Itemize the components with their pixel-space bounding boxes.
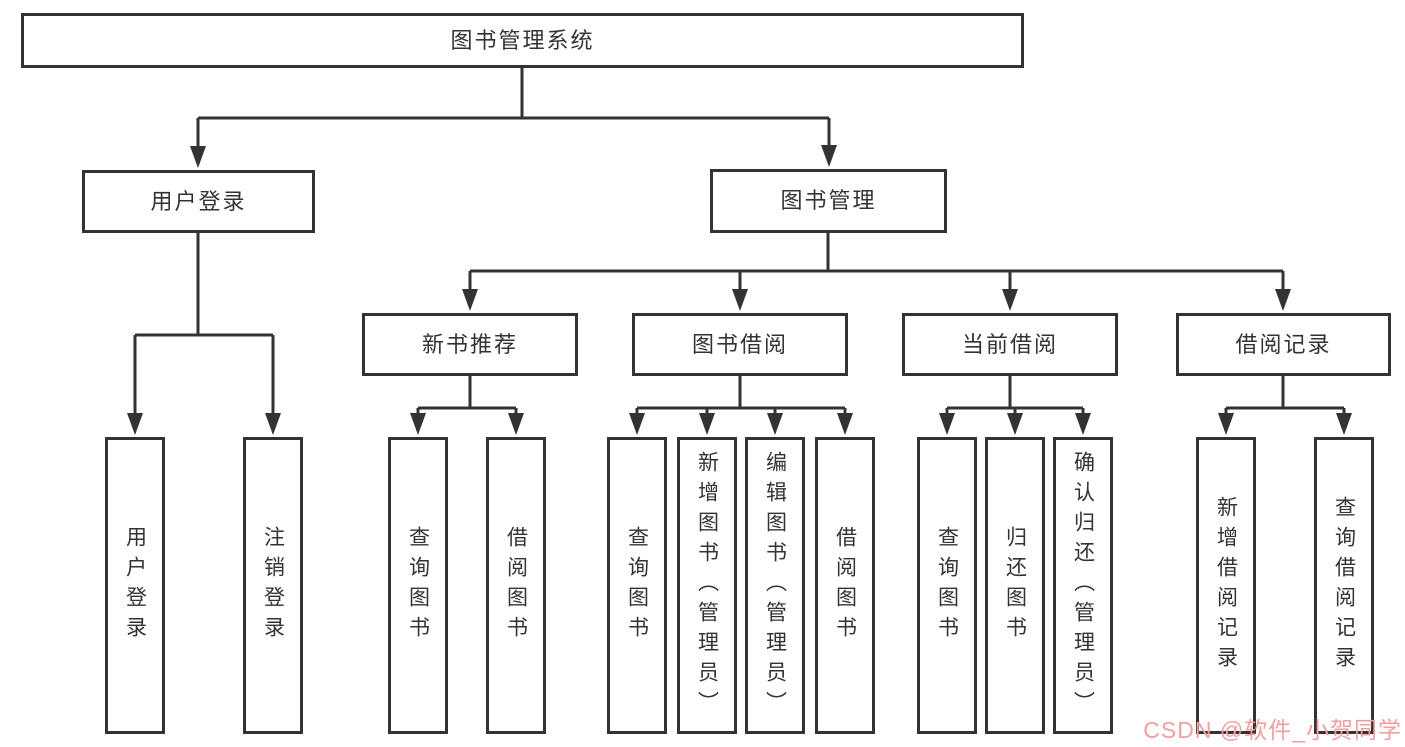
- leaf-borrow-books-recommend: 借阅图书: [486, 437, 546, 734]
- connector-root-to-level2: [190, 68, 837, 168]
- node-book-management: 图书管理: [710, 169, 947, 233]
- node-borrow-records: 借阅记录: [1176, 313, 1391, 376]
- leaf-query-books-current: 查询图书: [917, 437, 977, 734]
- arrow-down-icon: [732, 289, 748, 311]
- connector-book-borrow-to-leaves: [629, 376, 853, 435]
- leaf-borrow-books: 借阅图书: [815, 437, 875, 734]
- connector-borrow-record-to-leaves: [1218, 376, 1352, 435]
- node-user-login: 用户登录: [82, 170, 315, 233]
- arrow-down-icon: [767, 413, 783, 435]
- leaf-confirm-return-admin: 确认归还（管理员）: [1053, 437, 1113, 734]
- arrow-down-icon: [1218, 413, 1234, 435]
- arrow-down-icon: [699, 413, 715, 435]
- leaf-edit-books-admin: 编辑图书（管理员）: [745, 437, 805, 734]
- connector-book-management-to-level3: [462, 233, 1291, 311]
- connector-line: [468, 233, 1285, 290]
- arrow-down-icon: [265, 413, 281, 435]
- arrow-down-icon: [1007, 413, 1023, 435]
- arrow-down-icon: [629, 413, 645, 435]
- leaf-user-login: 用户登录: [105, 437, 165, 734]
- connector-line: [196, 68, 831, 148]
- leaf-return-books: 归还图书: [985, 437, 1045, 734]
- node-root-library-management-system: 图书管理系统: [21, 13, 1024, 68]
- leaf-add-books-admin: 新增图书（管理员）: [677, 437, 737, 734]
- connector-new-book-to-leaves: [410, 376, 524, 435]
- arrow-down-icon: [837, 413, 853, 435]
- node-new-book-recommend: 新书推荐: [362, 313, 578, 376]
- connector-user-login-to-leaves: [127, 233, 281, 435]
- leaf-query-borrow-record: 查询借阅记录: [1314, 437, 1374, 734]
- arrow-down-icon: [939, 413, 955, 435]
- leaf-query-books-borrow: 查询图书: [607, 437, 667, 734]
- leaf-add-borrow-record: 新增借阅记录: [1196, 437, 1256, 734]
- arrow-down-icon: [190, 146, 206, 168]
- arrow-down-icon: [410, 413, 426, 435]
- connector-line: [635, 376, 847, 414]
- node-current-borrow: 当前借阅: [902, 313, 1118, 376]
- connector-line: [133, 233, 275, 414]
- leaf-query-books-recommend: 查询图书: [388, 437, 448, 734]
- arrow-down-icon: [462, 289, 478, 311]
- connector-line: [1224, 376, 1346, 414]
- arrow-down-icon: [1336, 413, 1352, 435]
- connector-line: [416, 376, 518, 414]
- connector-line: [945, 376, 1085, 414]
- arrow-down-icon: [508, 413, 524, 435]
- arrow-down-icon: [1275, 289, 1291, 311]
- node-book-borrow: 图书借阅: [632, 313, 848, 376]
- arrow-down-icon: [821, 145, 837, 167]
- arrow-down-icon: [1075, 413, 1091, 435]
- arrow-down-icon: [127, 413, 143, 435]
- connector-current-borrow-to-leaves: [939, 376, 1091, 435]
- leaf-logout: 注销登录: [243, 437, 303, 734]
- arrow-down-icon: [1002, 289, 1018, 311]
